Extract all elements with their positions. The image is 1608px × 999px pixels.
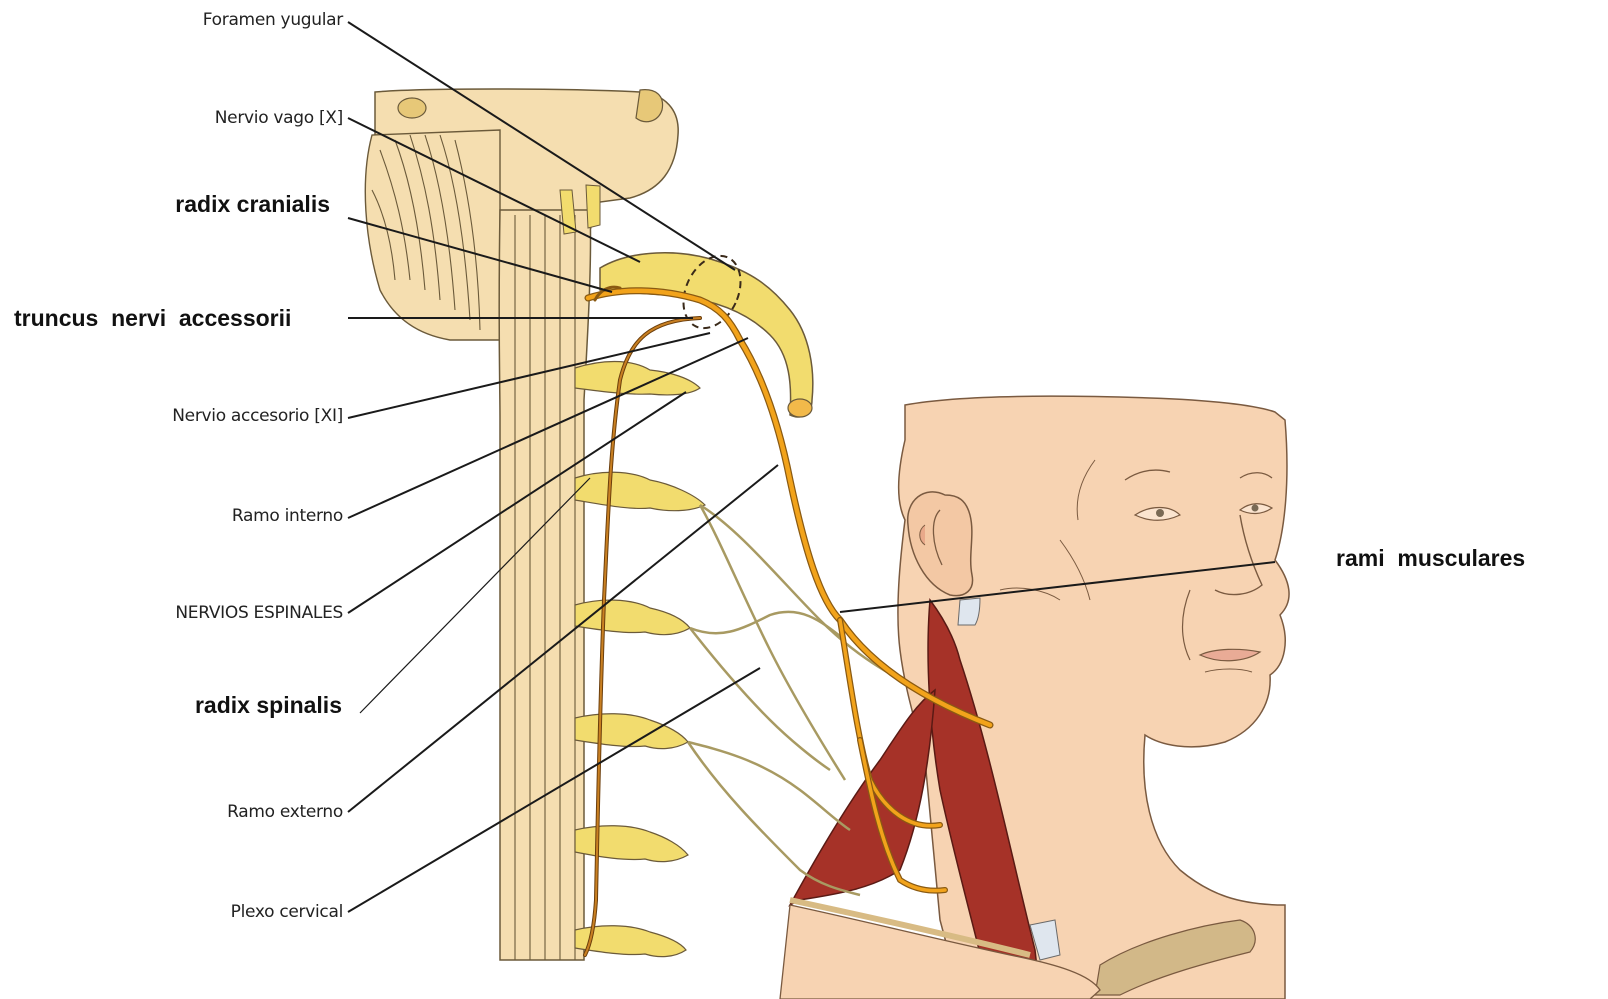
label-radix-cranialis: radix cranialis bbox=[175, 191, 330, 218]
label-rami-musculares: rami musculares bbox=[1336, 545, 1525, 572]
label-truncus-nervi-accessorii: truncus nervi accessorii bbox=[14, 305, 291, 332]
label-nervio-accesorio: Nervio accesorio [XI] bbox=[172, 406, 343, 426]
label-ramo-interno: Ramo interno bbox=[232, 506, 343, 526]
label-radix-spinalis: radix spinalis bbox=[195, 692, 342, 719]
label-foramen-yugular: Foramen yugular bbox=[203, 10, 343, 30]
label-plexo-cervical: Plexo cervical bbox=[231, 902, 343, 922]
label-ramo-externo: Ramo externo bbox=[227, 802, 343, 822]
label-nervio-vago: Nervio vago [X] bbox=[215, 108, 343, 128]
label-nervios-espinales: NERVIOS ESPINALES bbox=[175, 603, 343, 623]
